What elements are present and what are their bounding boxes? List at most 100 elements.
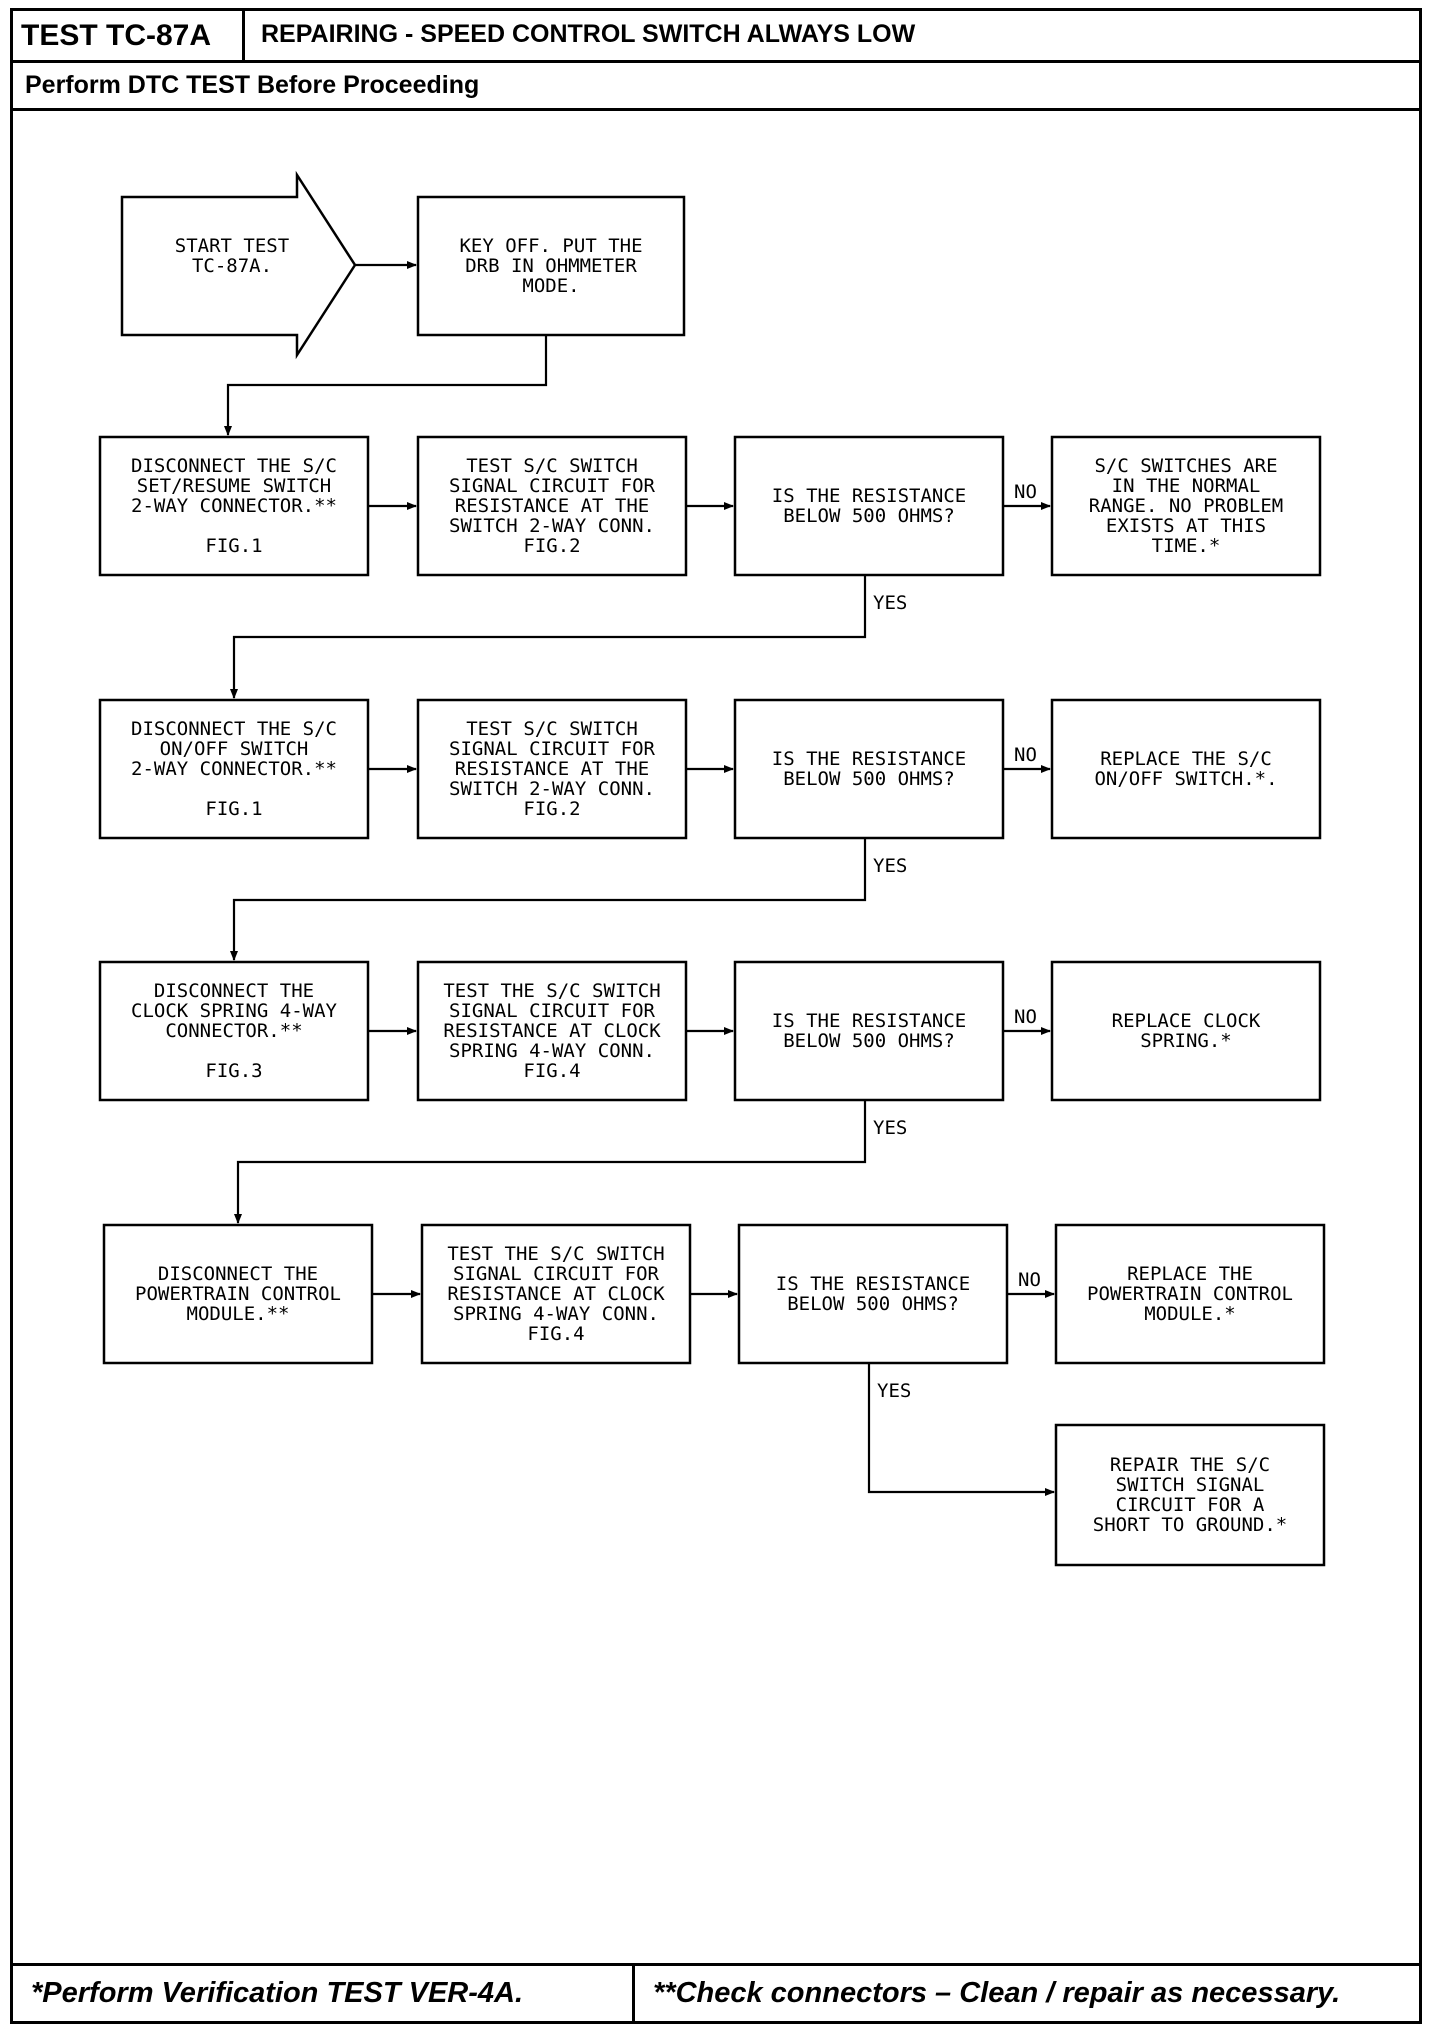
disconnect-node-4-line: DISCONNECT THE: [158, 1263, 318, 1285]
footer-note-connectors: **Check connectors – Clean / repair as n…: [653, 1977, 1341, 2009]
yes-label-1: YES: [873, 592, 907, 614]
test-node-2-line: SIGNAL CIRCUIT FOR: [449, 738, 655, 760]
test-node-2-outline: [416, 698, 688, 840]
decision-node-2-outline: [733, 698, 1005, 840]
connector-yes-3: [234, 1100, 867, 1224]
connector-yes-final: [867, 1363, 1055, 1496]
final-repair-node-line: REPAIR THE S/C: [1110, 1454, 1270, 1476]
test-node-4-line: FIG.4: [527, 1323, 584, 1345]
test-node-2-line: TEST S/C SWITCH: [466, 718, 638, 740]
disconnect-node-2-line: DISCONNECT THE S/C: [131, 718, 337, 740]
page-title: REPAIRING - SPEED CONTROL SWITCH ALWAYS …: [261, 20, 916, 48]
page-frame: TEST TC-87A REPAIRING - SPEED CONTROL SW…: [10, 8, 1422, 2024]
test-node-4-line: TEST THE S/C SWITCH: [447, 1243, 664, 1265]
decision-node-2-line: IS THE RESISTANCE: [772, 748, 966, 770]
test-node-1-line: SIGNAL CIRCUIT FOR: [449, 475, 655, 497]
test-node-1-line: SWITCH 2-WAY CONN.: [449, 515, 655, 537]
decision-node-1-line: BELOW 500 OHMS?: [783, 505, 955, 527]
test-node-3-line: SPRING 4-WAY CONN.: [449, 1040, 655, 1062]
test-node-3-line: RESISTANCE AT CLOCK: [443, 1020, 661, 1042]
key-off-node-line: KEY OFF. PUT THE: [459, 235, 642, 257]
start-arrow-shape: [120, 170, 357, 360]
decision-node-1-line: IS THE RESISTANCE: [772, 485, 966, 507]
result-node-4-line: POWERTRAIN CONTROL: [1087, 1283, 1293, 1305]
test-node-4-outline: [420, 1223, 692, 1365]
page-subtitle: Perform DTC TEST Before Proceeding: [13, 63, 1419, 111]
final-repair-node-line: SHORT TO GROUND.*: [1093, 1514, 1287, 1536]
footer: *Perform Verification TEST VER-4A. **Che…: [13, 1963, 1419, 2021]
result-node-1-outline: [1050, 435, 1322, 577]
test-id: TEST TC-87A: [13, 11, 245, 60]
result-node-1-line: EXISTS AT THIS: [1106, 515, 1266, 537]
disconnect-node-1-line: FIG.1: [205, 535, 262, 557]
test-node-4-line: SPRING 4-WAY CONN.: [453, 1303, 659, 1325]
disconnect-node-4-line: POWERTRAIN CONTROL: [135, 1283, 341, 1305]
test-node-3-line: SIGNAL CIRCUIT FOR: [449, 1000, 655, 1022]
result-node-4-line: REPLACE THE: [1127, 1263, 1253, 1285]
start-test-node-line: START TEST: [175, 235, 289, 257]
test-node-2-line: RESISTANCE AT THE: [455, 758, 649, 780]
test-node-2-line: SWITCH 2-WAY CONN.: [449, 778, 655, 800]
test-node-1-line: TEST S/C SWITCH: [466, 455, 638, 477]
yes-label-3: YES: [873, 1117, 907, 1139]
disconnect-node-2-line: ON/OFF SWITCH: [160, 738, 309, 760]
key-off-node-line: MODE.: [522, 275, 579, 297]
disconnect-node-4-outline: [102, 1223, 374, 1365]
result-node-3-outline: [1050, 960, 1322, 1102]
final-repair-node-outline: [1054, 1423, 1326, 1567]
decision-node-4-line: IS THE RESISTANCE: [776, 1273, 970, 1295]
disconnect-node-3-line: CONNECTOR.**: [165, 1020, 302, 1042]
yes-label-4: YES: [877, 1380, 911, 1402]
test-node-1-line: FIG.2: [523, 535, 580, 557]
connector-yes-1: [230, 575, 867, 699]
test-node-2-line: FIG.2: [523, 798, 580, 820]
result-node-2-outline: [1050, 698, 1322, 840]
result-node-1-line: IN THE NORMAL: [1112, 475, 1261, 497]
decision-node-4-line: BELOW 500 OHMS?: [787, 1293, 959, 1315]
test-node-1-line: RESISTANCE AT THE: [455, 495, 649, 517]
decision-node-3-line: IS THE RESISTANCE: [772, 1010, 966, 1032]
result-node-2: REPLACE THE S/CON/OFF SWITCH.*.: [1050, 698, 1322, 840]
result-node-4-line: MODULE.*: [1144, 1303, 1236, 1325]
disconnect-node-1-line: 2-WAY CONNECTOR.**: [131, 495, 337, 517]
disconnect-node-1-line: SET/RESUME SWITCH: [137, 475, 331, 497]
result-node-1-line: TIME.*: [1152, 535, 1221, 557]
result-node-1-line: RANGE. NO PROBLEM: [1089, 495, 1283, 517]
disconnect-node-2-line: FIG.1: [205, 798, 262, 820]
test-node-3-line: FIG.4: [523, 1060, 580, 1082]
key-off-node-outline: [416, 195, 686, 337]
result-node-3-line: SPRING.*: [1140, 1030, 1232, 1052]
result-node-2-line: ON/OFF SWITCH.*.: [1094, 768, 1277, 790]
test-node-3-outline: [416, 960, 688, 1102]
result-node-3-line: REPLACE CLOCK: [1112, 1010, 1261, 1032]
test-node-4-line: SIGNAL CIRCUIT FOR: [453, 1263, 659, 1285]
final-repair-node-line: CIRCUIT FOR A: [1116, 1494, 1265, 1516]
disconnect-node-2-line: 2-WAY CONNECTOR.**: [131, 758, 337, 780]
no-label-2: NO: [1014, 744, 1037, 766]
final-repair-node-line: SWITCH SIGNAL: [1116, 1474, 1265, 1496]
footer-note-verification: *Perform Verification TEST VER-4A.: [13, 1966, 635, 2021]
test-node-3-line: TEST THE S/C SWITCH: [443, 980, 660, 1002]
header-row: TEST TC-87A REPAIRING - SPEED CONTROL SW…: [13, 11, 1419, 63]
disconnect-node-1-line: DISCONNECT THE S/C: [131, 455, 337, 477]
disconnect-node-2-outline: [98, 698, 370, 840]
connector-keyoff-to-row1: [224, 335, 548, 436]
